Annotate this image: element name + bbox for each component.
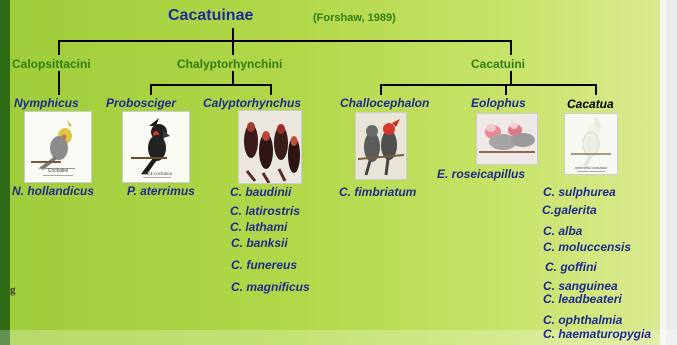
reference-citation: (Forshaw, 1989)	[313, 11, 396, 25]
genus-drop-challocephalon	[380, 84, 382, 95]
genus-nymphicus: Nymphicus	[14, 96, 79, 110]
species-e-roseicapillus: E. roseicapillus	[437, 167, 525, 181]
genus-probosciger: Probosciger	[106, 96, 176, 110]
tribe-drop-chalyptorhynchini	[232, 40, 234, 55]
species-c-galerita: C.galerita	[542, 203, 597, 217]
genus-drop-cacatua	[595, 84, 597, 95]
black-cockatoos-image	[238, 110, 302, 184]
white-cockatoo-caption: umbrella cockatoo	[575, 165, 608, 170]
species-c-funereus: C. funereus	[231, 258, 297, 272]
tribe-connector	[58, 40, 511, 42]
species-c-baudinii: C. baudinii	[230, 185, 291, 199]
species-c-banksii: C. banksii	[231, 236, 288, 250]
gang-gang-image	[355, 112, 407, 180]
tribe-cacatuini: Cacatuini	[471, 57, 525, 71]
species-c-moluccensis: C. moluccensis	[543, 240, 631, 254]
genus-drop-probosciger	[150, 84, 152, 95]
species-c-alba: C. alba	[543, 224, 582, 238]
cacatuini-connector	[380, 84, 597, 86]
species-c-ophthalmia: C. ophthalmia	[543, 313, 622, 327]
tribe-calopsittacini: Calopsittacini	[12, 57, 91, 71]
species-n-hollandicus: N. hollandicus	[12, 184, 94, 198]
species-p-aterrimus: P. aterrimus	[127, 184, 195, 198]
tribe-drop-calopsittacini	[58, 40, 60, 55]
palm-cockatoo-image: Black cockatoo	[122, 111, 190, 183]
species-c-leadbeateri: C. leadbeateri	[543, 292, 622, 306]
chalypt-stem	[232, 71, 234, 84]
species-c-fimbriatum: C. fimbriatum	[339, 185, 416, 199]
genus-eolophus: Eolophus	[471, 96, 526, 110]
species-c-lathami: C. lathami	[230, 220, 287, 234]
tribe-chalyptorhynchini: Chalyptorhynchini	[177, 57, 282, 71]
left-accent-bar	[0, 0, 10, 345]
cacatuini-stem	[510, 71, 512, 84]
tree-root-title: Cacatuinae	[168, 7, 253, 25]
genus-drop-eolophus	[505, 84, 507, 95]
species-c-sulphurea: C. sulphurea	[543, 185, 616, 199]
galah-image	[476, 113, 538, 165]
right-panel-inner	[666, 0, 677, 345]
white-cockatoo-image: umbrella cockatoo	[564, 113, 618, 175]
cockatiel-image: Cockatiel	[24, 111, 92, 183]
chalypt-connector	[150, 84, 272, 86]
palm-cockatoo-caption: Black cockatoo	[142, 171, 173, 176]
left-edge-fragment: g	[10, 283, 16, 297]
species-c-goffini: C. goffini	[545, 260, 597, 274]
species-c-haematuropygia: C. haematuropygia	[543, 327, 651, 341]
species-c-sanguinea: C. sanguinea	[543, 279, 618, 293]
cockatiel-caption: Cockatiel	[48, 168, 69, 174]
root-stem	[232, 28, 234, 40]
species-c-latirostris: C. latirostris	[230, 204, 300, 218]
genus-cacatua: Cacatua	[567, 97, 614, 111]
tribe-drop-cacatuini	[510, 40, 512, 55]
species-c-magnificus: C. magnificus	[231, 280, 310, 294]
genus-challocephalon: Challocephalon	[340, 96, 429, 110]
genus-drop-nymphicus	[58, 71, 60, 95]
genus-drop-calyptorhynchus	[270, 84, 272, 95]
genus-calyptorhynchus: Calyptorhynchus	[203, 96, 301, 110]
